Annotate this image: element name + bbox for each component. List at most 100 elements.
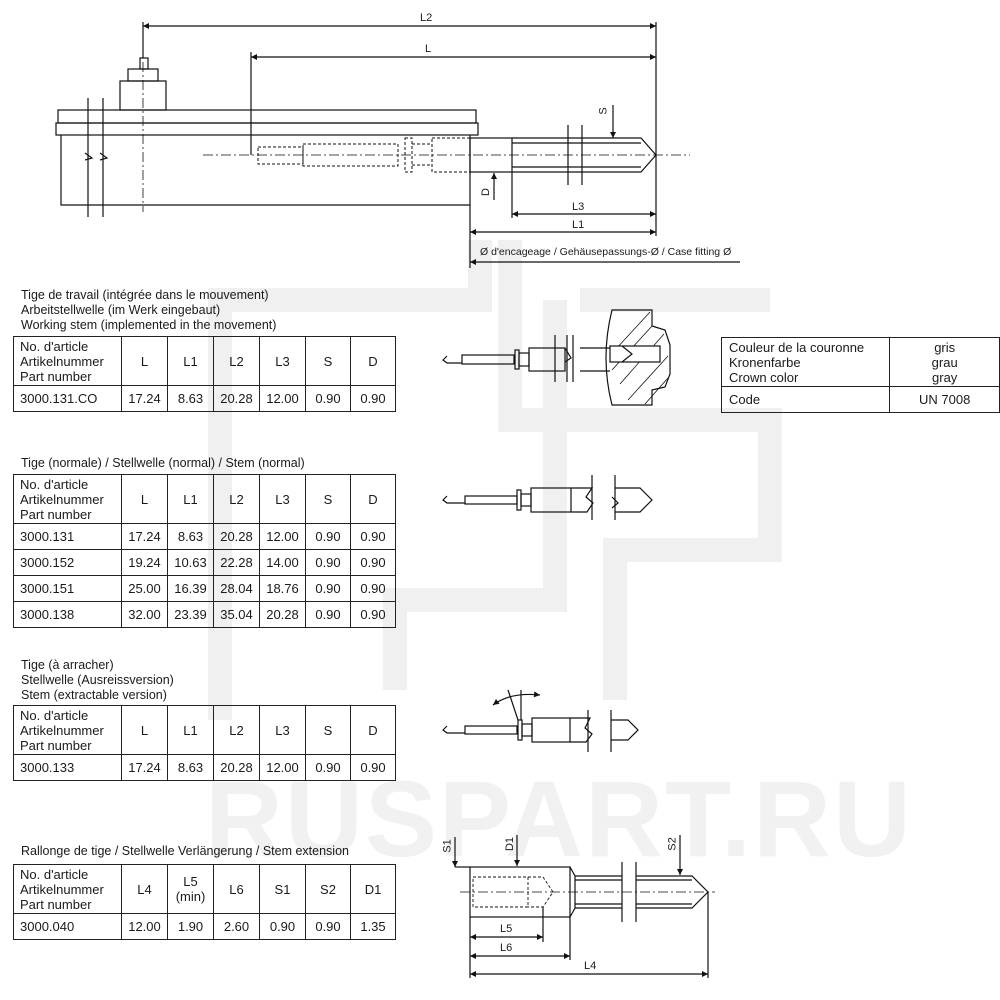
value-cell: 0.90 <box>350 385 396 412</box>
value-cell: 0.90 <box>350 754 396 781</box>
value-cell: 12.00 <box>259 523 306 550</box>
extractable-stem-sketch <box>442 689 639 752</box>
table-row: 3000.152 19.24 10.63 22.28 14.00 0.90 0.… <box>13 549 396 576</box>
value-cell: 8.63 <box>167 754 214 781</box>
working-stem-sketch <box>442 309 671 406</box>
header-col: D <box>350 336 396 386</box>
part-number-cell: 3000.040 <box>13 913 122 940</box>
value-cell: 28.04 <box>213 575 260 602</box>
value-cell: 17.24 <box>121 523 168 550</box>
value-cell: 0.90 <box>350 523 396 550</box>
value-cell: 1.35 <box>350 913 396 940</box>
header-col: L4 <box>121 864 168 914</box>
value-cell: 0.90 <box>259 913 306 940</box>
value-cell: 18.76 <box>259 575 306 602</box>
header-col: L2 <box>213 336 260 386</box>
header-col: S <box>305 705 351 755</box>
table-row: 3000.138 32.00 23.39 35.04 20.28 0.90 0.… <box>13 601 396 628</box>
value-cell: 10.63 <box>167 549 214 576</box>
header-col: L6 <box>213 864 260 914</box>
value-cell: 16.39 <box>167 575 214 602</box>
value-cell: 12.00 <box>259 754 306 781</box>
dim-label-d1: D1 <box>504 836 517 852</box>
working-stem-caption: Tige de travail (intégrée dans le mouvem… <box>21 288 276 333</box>
dim-label-l3: L3 <box>572 201 585 213</box>
table-row: 3000.131 17.24 8.63 20.28 12.00 0.90 0.9… <box>13 523 396 550</box>
header-col: L1 <box>167 336 214 386</box>
header-col: L3 <box>259 474 306 524</box>
header-col: L1 <box>167 705 214 755</box>
header-col: L3 <box>259 336 306 386</box>
watermark-text: RUSPART.RU <box>205 758 914 879</box>
code-value: UN 7008 <box>889 386 1000 413</box>
value-cell: 12.00 <box>121 913 168 940</box>
header-col: L <box>121 474 168 524</box>
header-col: D <box>350 474 396 524</box>
header-col: S <box>305 474 351 524</box>
dim-label-s2: S2 <box>666 837 679 851</box>
value-cell: 14.00 <box>259 549 306 576</box>
part-number-cell: 3000.152 <box>13 549 122 576</box>
value-cell: 0.90 <box>305 754 351 781</box>
main-stem-assembly-drawing <box>55 22 740 268</box>
value-cell: 20.28 <box>259 601 306 628</box>
stem-extension-caption: Rallonge de tige / Stellwelle Verlängeru… <box>21 844 349 858</box>
header-col: S2 <box>305 864 351 914</box>
dim-label-l6: L6 <box>500 942 513 954</box>
value-cell: 0.90 <box>305 601 351 628</box>
caption-line-en: Working stem (implemented in the movemen… <box>21 318 277 332</box>
crown-code-row: Code UN 7008 <box>720 386 1000 413</box>
value-cell: 0.90 <box>305 913 351 940</box>
part-number-cell: 3000.138 <box>13 601 122 628</box>
header-col: L2 <box>213 474 260 524</box>
value-cell: 0.90 <box>305 575 351 602</box>
value-cell: 20.28 <box>213 385 260 412</box>
part-number-cell: 3000.133 <box>13 754 122 781</box>
normal-stem-caption: Tige (normale) / Stellwelle (normal) / S… <box>21 456 305 470</box>
caption-line-de: Stellwelle (Ausreissversion) <box>21 673 174 687</box>
value-cell: 17.24 <box>121 754 168 781</box>
stem-extension-sketch <box>452 835 715 978</box>
value-cell: 23.39 <box>167 601 214 628</box>
header-col: D1 <box>350 864 396 914</box>
header-col: L2 <box>213 705 260 755</box>
part-number-cell: 3000.131.CO <box>13 385 122 412</box>
header-col: L <box>121 336 168 386</box>
value-cell: 8.63 <box>167 523 214 550</box>
header-col: L3 <box>259 705 306 755</box>
part-number-cell: 3000.131 <box>13 523 122 550</box>
value-cell: 0.90 <box>305 385 351 412</box>
dim-label-l4: L4 <box>584 960 597 972</box>
normal-stem-sketch <box>442 475 653 520</box>
table-row: 3000.131.CO 17.24 8.63 20.28 12.00 0.90 … <box>13 385 396 412</box>
dim-label-s: S <box>597 107 610 115</box>
caption-line-de: Arbeitstellwelle (im Werk eingebaut) <box>21 303 221 317</box>
value-cell: 0.90 <box>305 549 351 576</box>
code-label: Code <box>720 386 891 413</box>
value-cell: 1.90 <box>167 913 214 940</box>
value-cell: 19.24 <box>121 549 168 576</box>
value-cell: 2.60 <box>213 913 260 940</box>
caption-line-fr: Tige (à arracher) <box>21 658 114 672</box>
dim-label-l: L <box>425 43 432 55</box>
value-cell: 35.04 <box>213 601 260 628</box>
value-cell: 0.90 <box>350 575 396 602</box>
extractable-stem-caption: Tige (à arracher) Stellwelle (Ausreissve… <box>21 658 174 703</box>
part-number-cell: 3000.151 <box>13 575 122 602</box>
header-col: S <box>305 336 351 386</box>
value-cell: 22.28 <box>213 549 260 576</box>
